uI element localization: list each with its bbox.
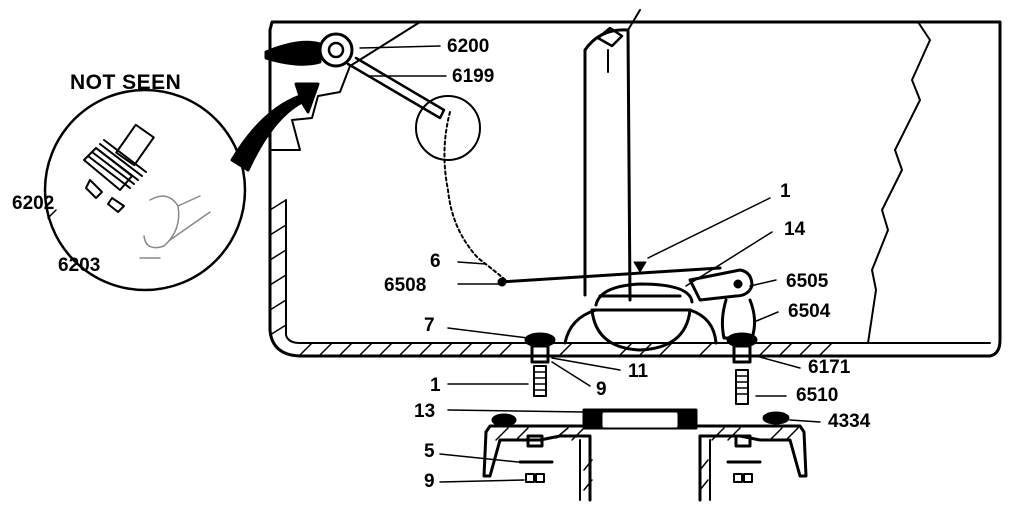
tank-body bbox=[268, 20, 1002, 358]
label-6508: 6508 bbox=[384, 275, 427, 296]
right-bolt-assembly bbox=[726, 332, 758, 405]
flush-handle bbox=[264, 32, 481, 161]
label-9-mid: 9 bbox=[596, 379, 607, 400]
left-bolt-assembly bbox=[524, 332, 556, 397]
label-9-bottom: 9 bbox=[424, 471, 435, 492]
label-6200: 6200 bbox=[447, 36, 490, 57]
label-6171: 6171 bbox=[808, 357, 851, 378]
label-6199: 6199 bbox=[452, 66, 495, 87]
label-6202: 6202 bbox=[12, 193, 55, 214]
label-7: 7 bbox=[424, 315, 435, 336]
hinge-bracket bbox=[688, 268, 757, 340]
label-14: 14 bbox=[784, 219, 806, 240]
label-6: 6 bbox=[430, 251, 441, 272]
label-5: 5 bbox=[424, 441, 435, 462]
leader-lines bbox=[47, 45, 821, 483]
label-13: 13 bbox=[414, 401, 436, 422]
label-6203: 6203 bbox=[58, 255, 101, 276]
not-seen-label: NOT SEEN bbox=[70, 71, 182, 94]
label-6510: 6510 bbox=[796, 385, 839, 406]
label-11: 11 bbox=[628, 361, 649, 382]
callout-arrow bbox=[230, 82, 320, 172]
label-4334: 4334 bbox=[828, 411, 871, 432]
label-1-bottom: 1 bbox=[430, 375, 441, 396]
not-seen-callout bbox=[43, 88, 247, 292]
label-6504: 6504 bbox=[788, 301, 831, 322]
overflow-tube bbox=[583, 9, 641, 302]
flush-valve bbox=[563, 282, 718, 352]
flapper-arm bbox=[497, 261, 722, 287]
tank-cutaway-edge bbox=[867, 21, 931, 344]
label-6505: 6505 bbox=[786, 271, 829, 292]
bowl-top bbox=[482, 408, 808, 502]
lift-chain bbox=[443, 111, 509, 283]
label-1-top: 1 bbox=[780, 181, 791, 202]
